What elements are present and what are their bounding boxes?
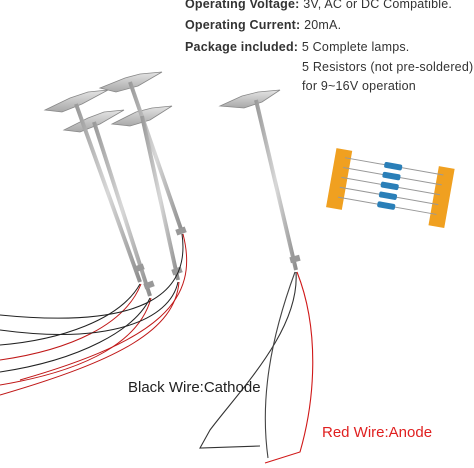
lamp-pole-4 [140,115,180,281]
lamp-group-left-wires [0,233,188,396]
lamp-pole-1 [74,103,142,283]
lamp-collar-1 [133,263,145,273]
resistor-tape-right [428,166,455,228]
red-wire-label: Red Wire:Anode [322,424,433,441]
voltage-label: Operating Voltage: [185,0,300,11]
package-line1: 5 Complete lamps. [301,40,410,54]
resistors-strip [326,148,455,228]
lamp-collar-3 [143,280,155,290]
package-line2: 5 Resistors (not pre-soldered) [302,60,474,74]
black-wire-label: Black Wire:Cathode [128,379,261,396]
voltage-value: 3V, AC or DC Compatible. [303,0,453,11]
lamp-pole-2 [128,81,184,233]
lamp-single-wires [199,271,314,464]
package-line3: for 9~16V operation [302,79,416,93]
lamp-group-left [43,71,187,297]
lamp-collar-2 [175,226,187,236]
lamp-pole-single [254,99,298,271]
voltage-row: Operating Voltage: 3V, AC or DC Compatib… [185,0,452,11]
resistor-tape-left [326,148,353,210]
package-row: Package included: 5 Complete lamps. [185,40,409,54]
current-row: Operating Current: 20mA. [185,18,341,32]
package-label: Package included: [185,40,299,54]
current-label: Operating Current: [185,18,301,32]
resistor-bodies [377,161,403,210]
lamp-collar-single [289,254,301,264]
lamp-head-single [218,89,281,109]
product-specs: Operating Voltage: 3V, AC or DC Compatib… [0,0,474,100]
lamp-head-3 [62,109,125,133]
lamp-single [218,89,301,271]
current-value: 20mA. [304,18,342,32]
